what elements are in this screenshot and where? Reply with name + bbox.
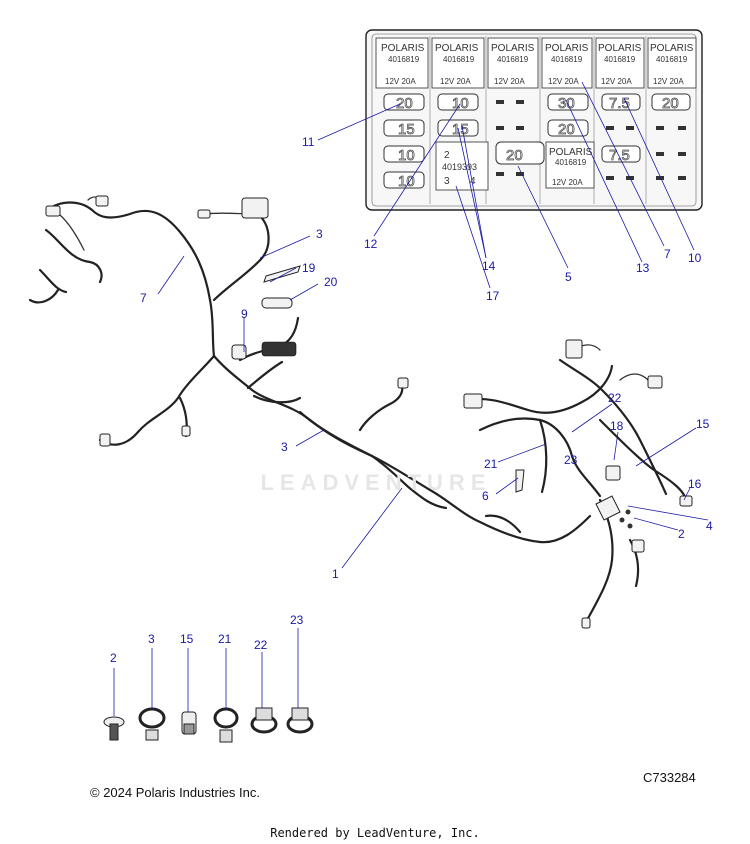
callout-5: 5 [565, 270, 572, 284]
relay-part: 4016819 [443, 55, 475, 64]
relay-row: POLARIS 4016819 12V 20A POLARIS 4016819 … [375, 37, 697, 89]
fuse-column-4: 30 20 POLARIS 4016819 12V 20A [545, 93, 595, 189]
relay-part: 4016819 [551, 55, 583, 64]
relay-brand: POLARIS [549, 147, 593, 158]
relay-brand: POLARIS [435, 43, 479, 54]
callout-11: 11 [302, 135, 315, 149]
relay-rating: 12V 20A [653, 77, 684, 86]
main-harness [28, 196, 688, 624]
drawing-id: C733284 [643, 770, 696, 785]
fuse-box: POLARIS 4016819 12V 20A POLARIS 4016819 … [365, 29, 703, 211]
callout-3-top: 3 [316, 227, 323, 241]
callouts: 11 12 14 17 5 13 7 10 3 7 19 20 9 3 1 22… [110, 135, 713, 665]
callout-20: 20 [324, 275, 338, 289]
callout-19: 19 [302, 261, 316, 275]
callout-17: 17 [486, 289, 500, 303]
callout-18: 18 [610, 419, 624, 433]
fuse-column-5: 7.5 7.5 [601, 93, 641, 180]
relay-part: 4016819 [388, 55, 420, 64]
module-pin: 2 [444, 150, 450, 161]
relay-rating: 12V 20A [552, 178, 583, 187]
fuse-label: 10 [452, 95, 469, 112]
callout-23-parts: 23 [290, 613, 304, 627]
relay-rating: 12V 20A [601, 77, 632, 86]
callout-10: 10 [688, 251, 702, 265]
relay-rating: 12V 20A [440, 77, 471, 86]
callout-3-mid: 3 [281, 440, 288, 454]
callout-7-top: 7 [664, 247, 671, 261]
module-pin: 4 [470, 176, 476, 187]
clamp-23 [286, 707, 314, 734]
harness-parts [45, 195, 693, 629]
module-pin: 3 [444, 176, 450, 187]
fuse-label: 15 [398, 121, 415, 138]
relay-brand: POLARIS [598, 43, 642, 54]
clamp-21 [213, 707, 239, 743]
callout-2: 2 [678, 527, 685, 541]
callout-22-parts: 22 [254, 638, 268, 652]
fuse-label: 20 [396, 95, 413, 112]
callout-22: 22 [608, 391, 622, 405]
relay-brand: POLARIS [381, 43, 425, 54]
fuse-label: 30 [558, 95, 575, 112]
fuse-column-6: 20 [651, 93, 691, 180]
clamp-3 [138, 707, 166, 741]
fuse-label: 7.5 [609, 147, 630, 164]
callout-3-parts: 3 [148, 632, 155, 646]
relay-part: 4016819 [555, 158, 587, 167]
callout-15-parts: 15 [180, 632, 194, 646]
relay-rating: 12V 20A [548, 77, 579, 86]
rendered-by-text: Rendered by LeadVenture, Inc. [270, 826, 480, 840]
clamp-22 [250, 707, 278, 734]
leader-lines [113, 81, 709, 716]
relay-brand: POLARIS [650, 43, 694, 54]
fuse-label: 20 [558, 121, 575, 138]
fuse-label: 10 [398, 147, 415, 164]
relay-rating: 12V 20A [385, 77, 416, 86]
callout-9: 9 [241, 307, 248, 321]
callout-12: 12 [364, 237, 378, 251]
center-fuse: 20 [506, 147, 523, 164]
callout-16: 16 [688, 477, 702, 491]
callout-13: 13 [636, 261, 650, 275]
watermark: LEADVENTURE [260, 470, 492, 495]
callout-15: 15 [696, 417, 710, 431]
clip-15 [181, 711, 197, 735]
callout-21: 21 [484, 457, 498, 471]
fastener-parts [103, 707, 314, 743]
callout-2-parts: 2 [110, 651, 117, 665]
relay-brand: POLARIS [545, 43, 589, 54]
fuse-label: 15 [452, 121, 469, 138]
relay-part: 4016819 [604, 55, 636, 64]
push-rivet [103, 716, 125, 741]
callout-23: 23 [564, 453, 578, 467]
callout-1: 1 [332, 567, 339, 581]
fuse-label: 20 [662, 95, 679, 112]
fuse-label: 10 [398, 173, 415, 190]
fuse-column-3 [496, 100, 524, 176]
copyright-text: © 2024 Polaris Industries Inc. [90, 785, 260, 800]
relay-brand: POLARIS [491, 43, 535, 54]
fuse-column-1: 20 15 10 10 [383, 93, 425, 190]
callout-4: 4 [706, 519, 713, 533]
relay-rating: 12V 20A [494, 77, 525, 86]
fuse-column-2: 10 15 2 4019393 3 4 [435, 93, 489, 191]
callout-7-left: 7 [140, 291, 147, 305]
callout-14: 14 [482, 259, 496, 273]
relay-part: 4016819 [497, 55, 529, 64]
callout-21-parts: 21 [218, 632, 232, 646]
callout-6: 6 [482, 489, 489, 503]
relay-part: 4016819 [656, 55, 688, 64]
module-part: 4019393 [442, 162, 477, 172]
